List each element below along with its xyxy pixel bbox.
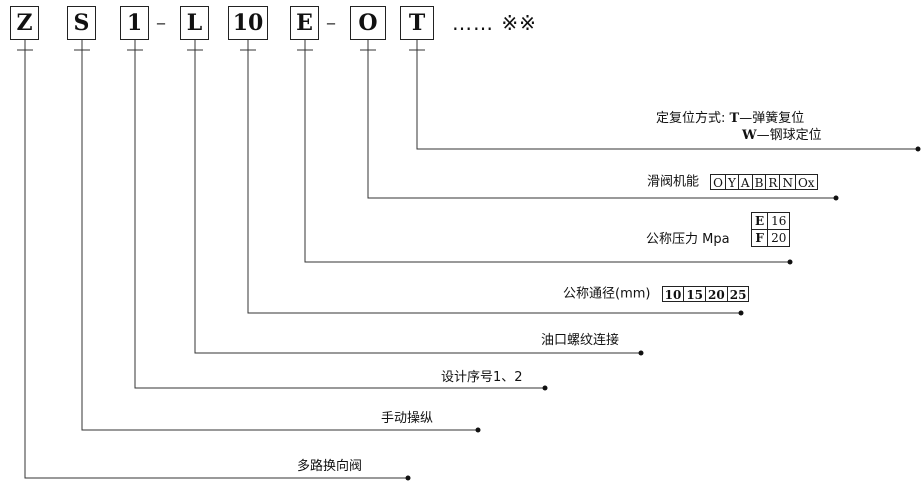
pressure-options: E 16 F 20 [750, 212, 791, 247]
pressure-value-16: 16 [767, 212, 791, 230]
reset-mode-line2: W—钢球定位 [742, 128, 822, 144]
pressure-row-e: E 16 [750, 212, 791, 230]
separator-dash: – [156, 10, 166, 34]
diameter-row: 公称通径(mm) 10 15 20 25 [563, 286, 750, 303]
spool-option-o: O [710, 174, 726, 190]
reset-option-t-key: T [729, 111, 740, 126]
pressure-key-f: F [750, 229, 769, 247]
pressure-key-e: E [750, 212, 769, 230]
reset-option-w-text: —钢球定位 [756, 128, 822, 143]
multi-way-valve-label: 多路换向阀 [297, 459, 363, 474]
diameter-option-25: 25 [726, 286, 750, 302]
spool-option-ox: Ox [794, 174, 818, 190]
diameter-label: 公称通径(mm) [563, 286, 651, 302]
spool-function-row: 滑阀机能 O Y A B R N Ox [647, 174, 818, 191]
code-box-s: S [67, 6, 96, 40]
reset-option-w-key: W [742, 128, 757, 143]
code-box-e: E [290, 6, 319, 40]
pressure-row-f: F 20 [750, 229, 791, 247]
spool-option-n: N [779, 174, 796, 190]
diameter-option-10: 10 [661, 286, 685, 302]
code-box-l: L [180, 6, 209, 40]
diameter-option-20: 20 [705, 286, 728, 302]
spool-function-options: O Y A B R N Ox [710, 174, 818, 190]
spool-option-y: Y [725, 174, 739, 190]
spool-option-a: A [737, 174, 753, 190]
port-thread-label: 油口螺纹连接 [541, 333, 620, 348]
manual-operation-label: 手动操纵 [381, 411, 434, 426]
spool-function-label: 滑阀机能 [647, 174, 700, 190]
code-suffix: …… ※※ [452, 11, 537, 35]
design-serial-label: 设计序号1、2 [441, 370, 523, 385]
code-box-t: T [400, 6, 434, 40]
code-box-o: O [350, 6, 386, 40]
diameter-option-15: 15 [683, 286, 707, 302]
pressure-value-20: 20 [767, 229, 791, 247]
reset-mode-line1: 定复位方式: T—弹簧复位 [656, 111, 804, 127]
reset-mode-label: 定复位方式: [656, 111, 726, 126]
spool-option-b: B [751, 174, 767, 190]
code-box-10: 10 [228, 6, 268, 40]
spool-option-r: R [765, 174, 781, 190]
code-box-1: 1 [120, 6, 149, 40]
diameter-options: 10 15 20 25 [661, 286, 750, 302]
code-box-z: Z [10, 6, 39, 40]
reset-option-t-text: —弹簧复位 [739, 111, 805, 126]
separator-dash: – [326, 10, 336, 34]
pressure-label: 公称压力 Mpa [646, 232, 730, 247]
